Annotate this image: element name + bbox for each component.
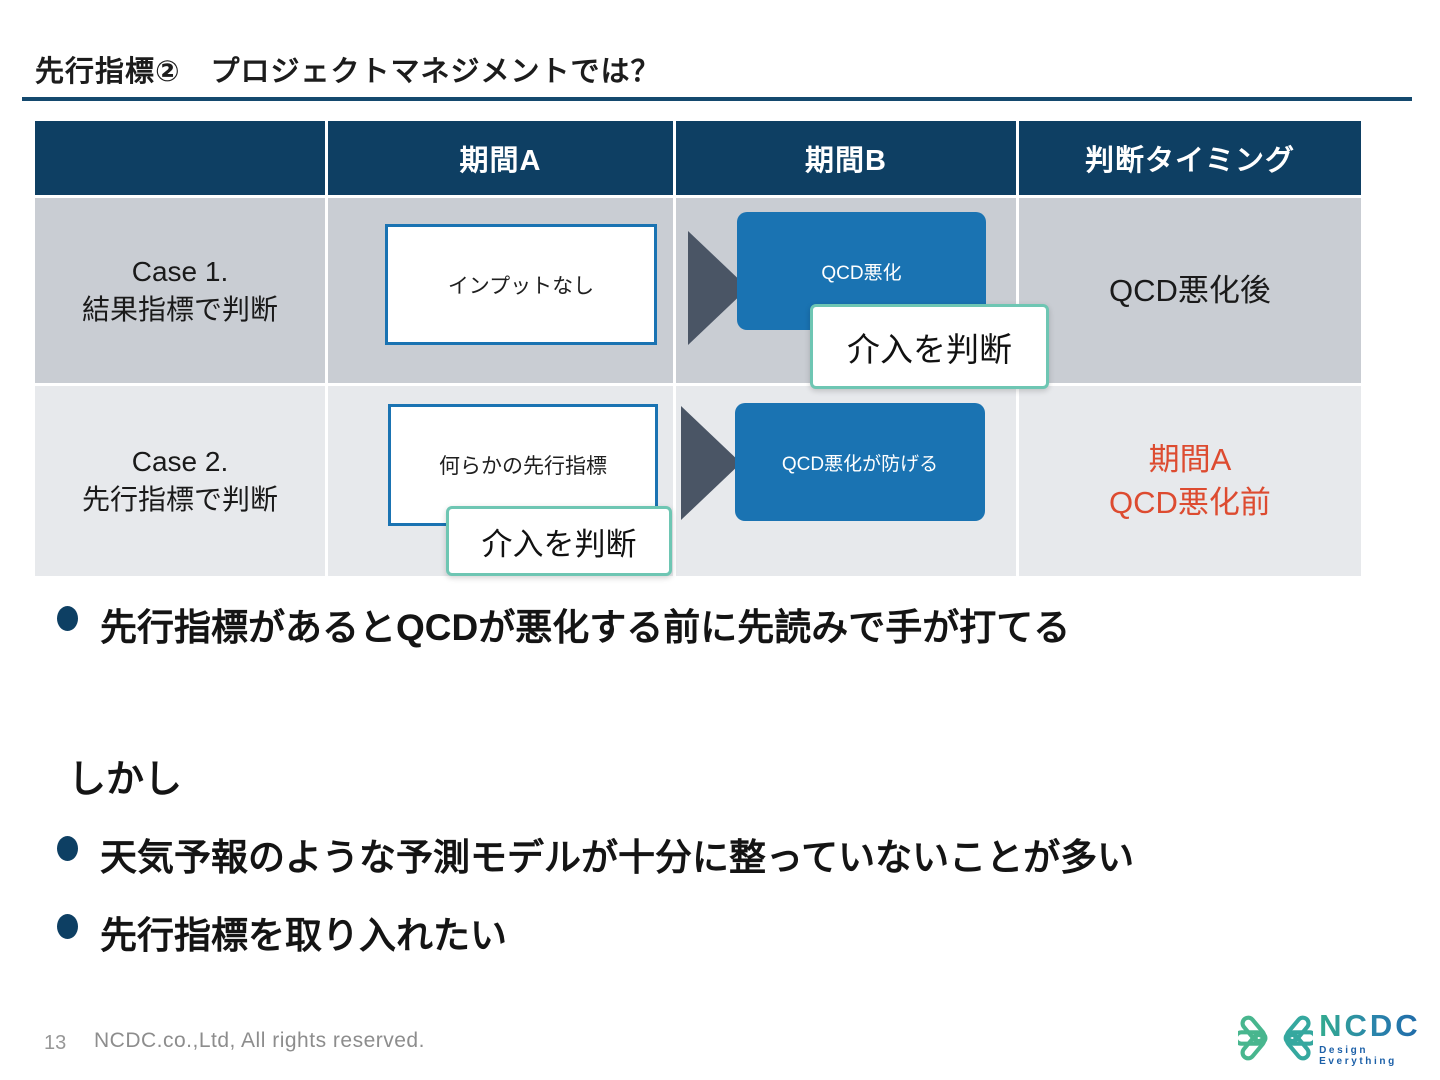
bullet-item-3: 先行指標を取り入れたい [57, 905, 507, 959]
case1-timing-text: QCD悪化後 [1109, 272, 1271, 308]
ncdc-logo-name: NCDC [1319, 1010, 1440, 1041]
bullet-item-2: 天気予報のような予測モデルが十分に整っていないことが多い [57, 827, 1134, 881]
bullet-icon [57, 836, 78, 861]
table-header-timing: 判断タイミング [1019, 121, 1361, 195]
case2-timing-cell: 期間A QCD悪化前 [1019, 386, 1361, 576]
bullet-text-1: 先行指標があるとQCDが悪化する前に先読みで手が打てる [100, 607, 1071, 648]
case2-timing-line2: QCD悪化前 [1109, 485, 1271, 520]
case2-arrow-right-icon [681, 406, 741, 520]
case2-input-box: 何らかの先行指標 [388, 404, 658, 526]
copyright-text: NCDC.co.,Ltd, All rights reserved. [94, 1029, 425, 1052]
case2-label-cell: Case 2. 先行指標で判断 [35, 386, 325, 576]
interlude-text: しかし [68, 759, 183, 801]
bullet-icon [57, 606, 78, 631]
page-number: 13 [44, 1032, 67, 1054]
bullet-item-1: 先行指標があるとQCDが悪化する前に先読みで手が打てる [57, 597, 1070, 651]
case1-title: Case 1. [131, 255, 229, 287]
ncdc-logo-text: NCDC Design Everything [1319, 1010, 1440, 1067]
case1-subtitle: 結果指標で判断 [81, 293, 278, 325]
case1-intervention-callout: 介入を判断 [810, 304, 1049, 389]
ncdc-logo-mark-icon [1238, 1015, 1314, 1061]
title-underline [22, 97, 1412, 101]
case2-title: Case 2. [131, 446, 229, 478]
bullet-text-2: 天気予報のような予測モデルが十分に整っていないことが多い [100, 837, 1135, 878]
case1-input-box: インプットなし [385, 224, 657, 345]
bullet-icon [57, 914, 78, 939]
case2-result-box: QCD悪化が防げる [735, 403, 985, 521]
case2-timing-line1: 期間A [1148, 441, 1232, 477]
table-header-period-b: 期間B [676, 121, 1016, 195]
ncdc-logo: NCDC Design Everything [1238, 1006, 1440, 1070]
table-header-period-a: 期間A [328, 121, 673, 195]
case1-label-cell: Case 1. 結果指標で判断 [35, 198, 325, 383]
page-title: 先行指標② プロジェクトマネジメントでは？ [35, 56, 661, 88]
ncdc-logo-tagline: Design Everything [1319, 1044, 1397, 1067]
case2-subtitle: 先行指標で判断 [81, 484, 278, 515]
table-header-empty [35, 121, 325, 195]
case1-timing-cell: QCD悪化後 [1019, 198, 1361, 383]
bullet-text-3: 先行指標を取り入れたい [100, 915, 507, 956]
case2-intervention-callout: 介入を判断 [446, 506, 672, 576]
